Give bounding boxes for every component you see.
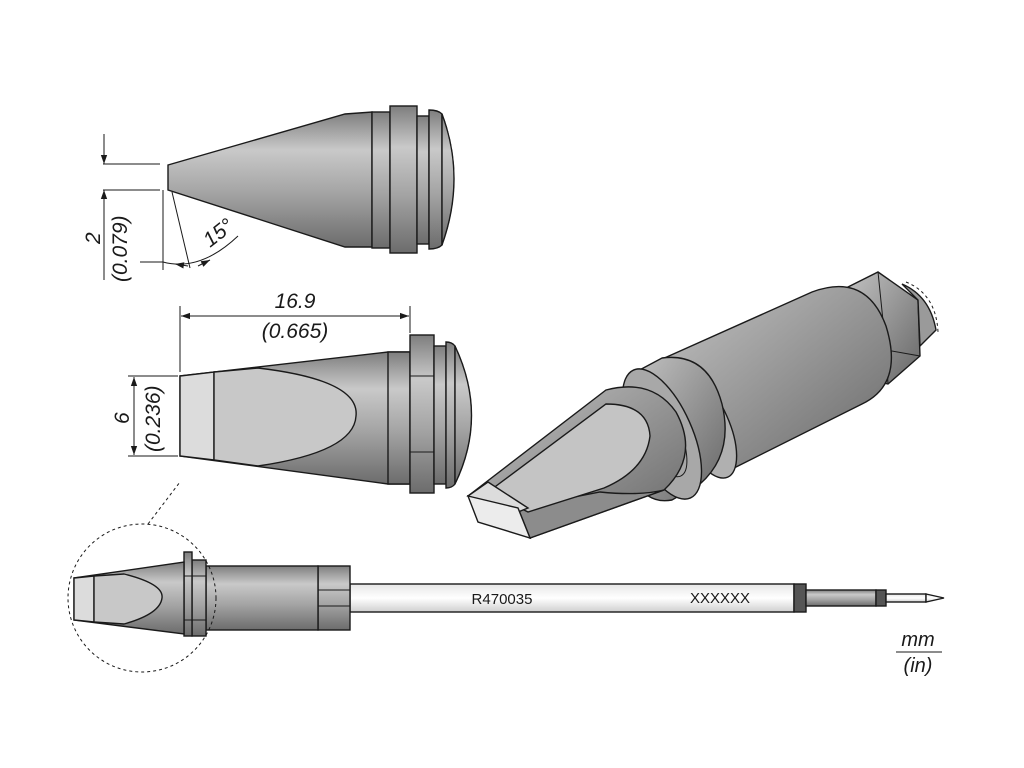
- tip-thickness-mm: 2: [82, 232, 105, 245]
- tip-length-mm: 16.9: [275, 290, 316, 313]
- dimension-tip-length: 16.9 (0.665): [179, 290, 411, 372]
- part-number: R470035: [472, 591, 533, 608]
- tip-angle-label: 15°: [199, 214, 238, 252]
- unit-primary: mm: [901, 629, 934, 651]
- tip-3d-view: [466, 271, 939, 540]
- tip-full-view: R470035 XXXXXX: [73, 551, 945, 637]
- unit-secondary: (in): [904, 655, 933, 677]
- dimension-tip-width: 6 (0.236): [111, 375, 178, 457]
- part-code: XXXXXX: [690, 590, 750, 607]
- tip-width-mm: 6: [111, 412, 134, 424]
- units-legend: mm (in): [896, 629, 942, 677]
- tip-length-in: (0.665): [262, 320, 329, 343]
- dimension-tip-thickness: 2 (0.079): [82, 134, 164, 282]
- tip-width-in: (0.236): [142, 385, 165, 452]
- tip-thickness-in: (0.079): [109, 215, 132, 282]
- detail-callout: [67, 481, 217, 673]
- tip-side-view: [167, 105, 455, 254]
- tip-top-view: [179, 334, 473, 494]
